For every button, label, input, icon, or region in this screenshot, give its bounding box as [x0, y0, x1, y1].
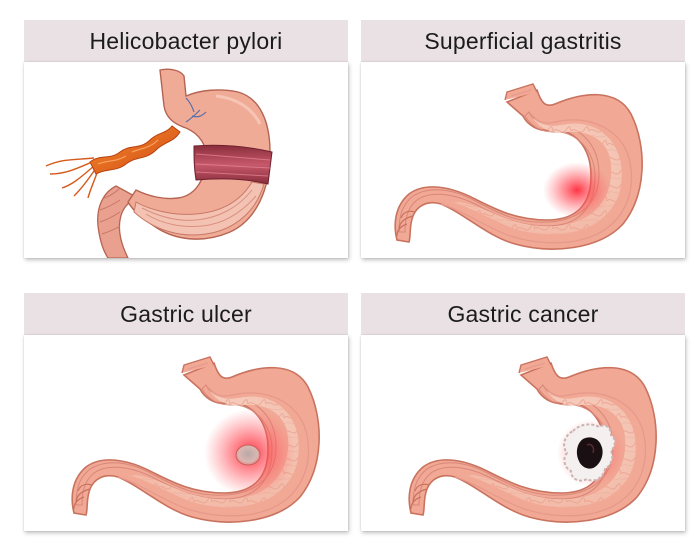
stomach-with-ulcer-illustration: [71, 356, 320, 523]
panel-gastric-ulcer: Gastric ulcer: [24, 293, 348, 531]
panel-title: Superficial gastritis: [361, 20, 685, 62]
panel-superficial-gastritis: Superficial gastritis: [361, 20, 685, 258]
panel-title: Gastric cancer: [361, 293, 685, 335]
panel-illustration: [361, 335, 685, 531]
panel-title: Helicobacter pylori: [24, 20, 348, 62]
panel-title: Gastric ulcer: [24, 293, 348, 335]
panel-helicobacter-pylori: Helicobacter pylori: [24, 20, 348, 258]
panel-illustration: [24, 62, 348, 258]
inflammation-spot: [543, 162, 611, 218]
bacterium-flagella: [45, 157, 99, 199]
stomach-with-inflamed-lining-illustration: [394, 83, 643, 250]
panel-illustration: [361, 62, 685, 258]
panel-gastric-cancer: Gastric cancer: [361, 293, 685, 531]
duodenum-icon: [97, 185, 140, 258]
tumor-core: [576, 437, 603, 469]
stomach-with-tumor-illustration: [408, 356, 657, 523]
panel-illustration: [24, 335, 348, 531]
bacterium-icon: [89, 125, 181, 175]
stomach-with-h-pylori-illustration: [45, 68, 273, 258]
ulcer-crater: [235, 444, 261, 466]
